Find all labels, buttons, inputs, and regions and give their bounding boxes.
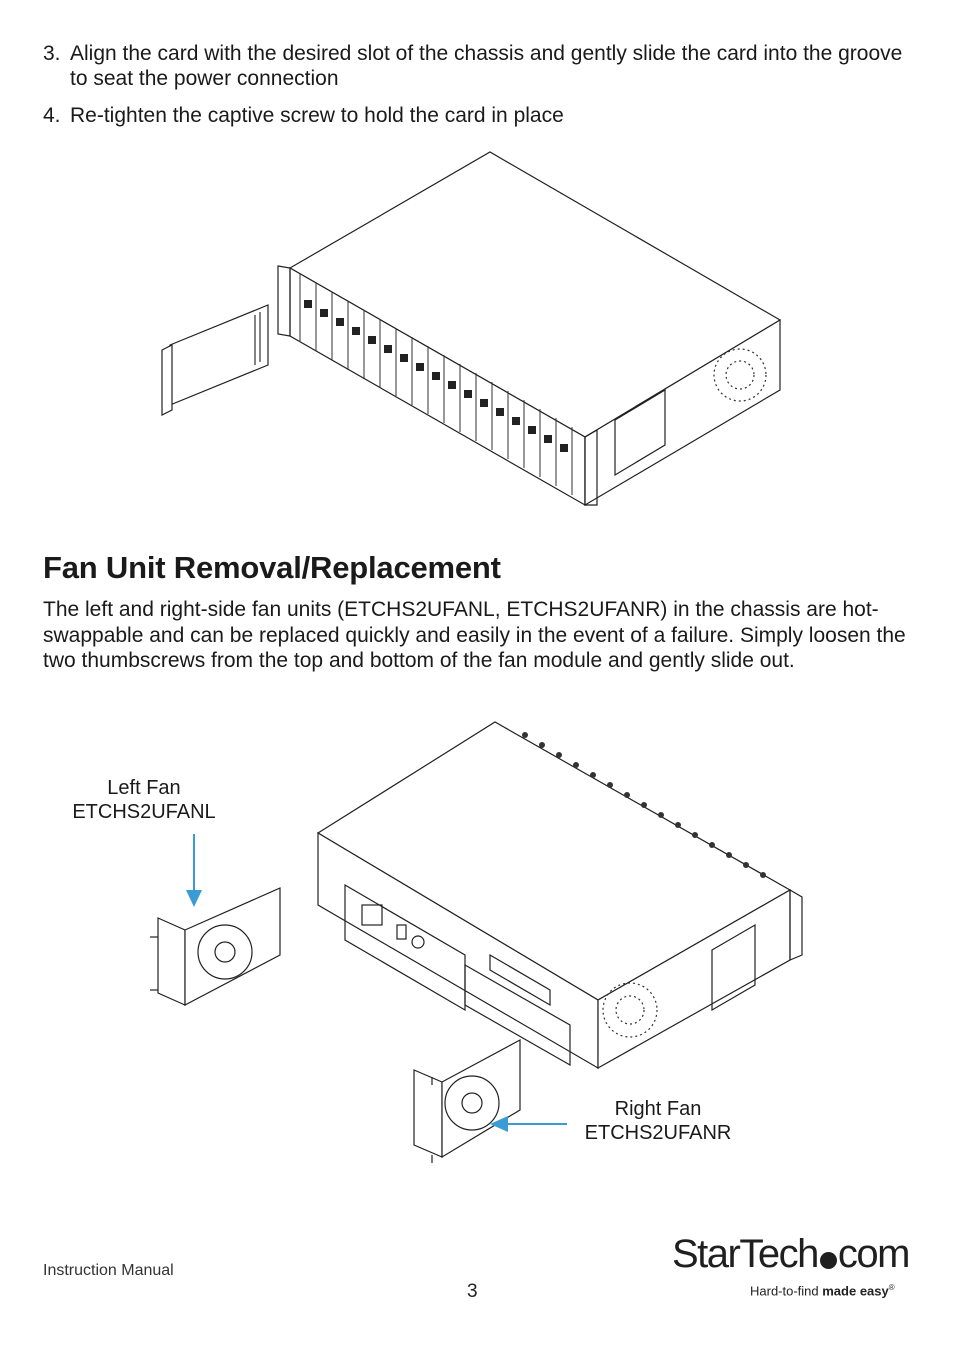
step-number: 3. [43, 42, 61, 65]
right-fan-name: Right Fan [614, 1098, 702, 1120]
startech-logo: StarTech com Hard-to-find made easy® [668, 1232, 913, 1302]
logo-tagline: Hard-to-find made easy® [750, 1283, 895, 1299]
left-fan-part-number: ETCHS2UFANL [72, 801, 216, 823]
step-text: Re-tighten the captive screw to hold the… [70, 104, 564, 127]
section-paragraph: The left and right-side fan units (ETCHS… [43, 598, 906, 672]
step-number: 4. [43, 104, 61, 127]
right-fan-part-number: ETCHS2UFANR [584, 1122, 732, 1144]
right-fan-arrow [490, 1116, 567, 1132]
step-text: Align the card with the desired slot of … [70, 42, 903, 90]
left-fan-arrow [186, 834, 202, 907]
logo-text-part2: com [837, 1232, 911, 1276]
page-number: 3 [467, 1281, 478, 1302]
logo-text-part1: StarTech [672, 1232, 819, 1276]
logo-dot-icon [819, 1252, 837, 1269]
right-fan-label: Right Fan ETCHS2UFANR [578, 1097, 738, 1145]
footer-manual-label: Instruction Manual [43, 1262, 174, 1279]
logo-wordmark: StarTech com [672, 1232, 911, 1277]
section-title: Fan Unit Removal/Replacement [43, 550, 501, 585]
left-fan-name: Left Fan [107, 777, 181, 799]
left-fan-label: Left Fan ETCHS2UFANL [64, 776, 224, 824]
